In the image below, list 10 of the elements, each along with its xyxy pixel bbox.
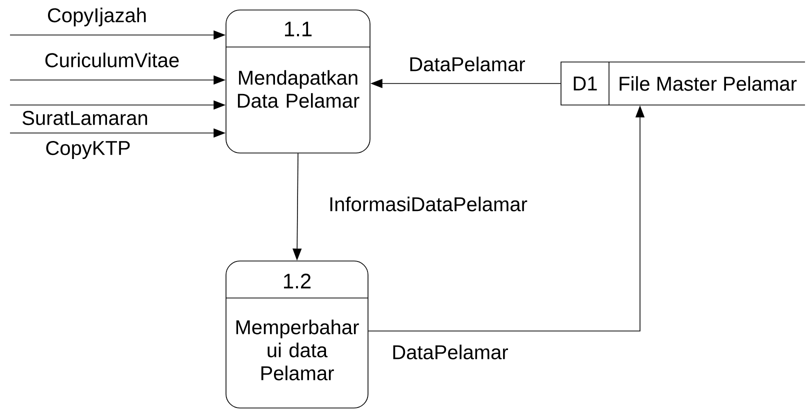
edge-label: CuriculumVitae xyxy=(43,52,181,68)
edge-label: CopyKTP xyxy=(44,140,132,160)
process-box: 1.1 Mendapatkan Data Pelamar xyxy=(226,10,370,154)
edge-label: DataPelamar xyxy=(408,56,526,72)
edge-label: SuratLamaran xyxy=(20,110,150,126)
edge-label: DataPelamar xyxy=(390,344,510,360)
data-store: D1 File Master Pelamar xyxy=(560,62,806,106)
edge-label: InformasiDataPelamar xyxy=(328,196,528,212)
edge-label: CopyIjazah xyxy=(46,6,148,28)
process-box: 1.2 Memperbahar ui data Pelamar xyxy=(226,260,368,408)
